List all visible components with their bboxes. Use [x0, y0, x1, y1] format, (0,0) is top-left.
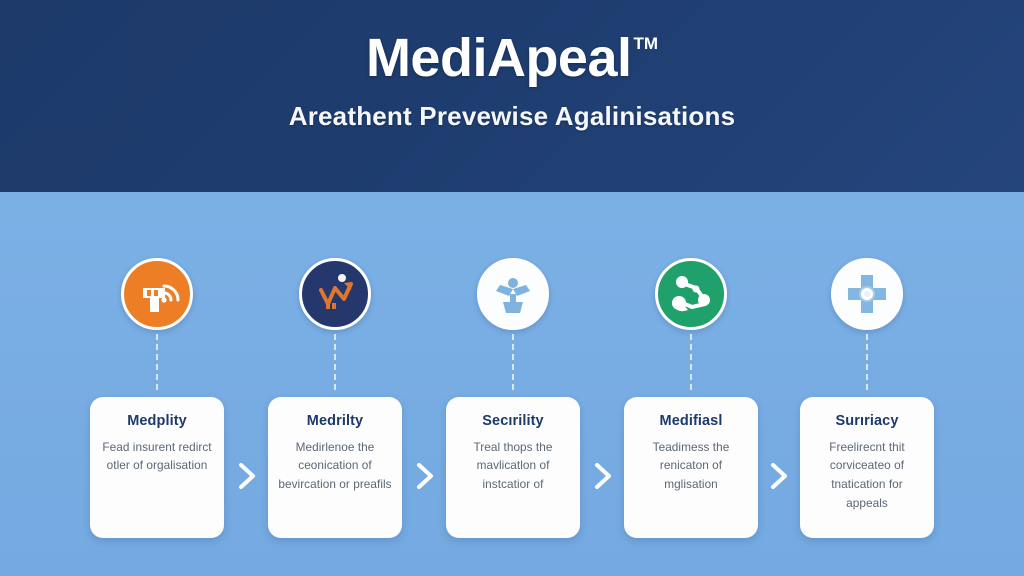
chevron-right-icon-4	[767, 460, 791, 492]
step-5-card[interactable]: Surıriacy Freelirecnt thit corviceateo o…	[800, 397, 934, 538]
step-2-description: Medirlenoe the ceonication of bevircatio…	[278, 439, 392, 491]
step-3-connector	[512, 334, 514, 390]
step-3-description: Treal thops the mavlicatlon of instcatio…	[473, 439, 553, 491]
process-step-3: Secırility Treal thops the mavlicatlon o…	[424, 192, 602, 576]
process-step-4: Medifiasl Teadimess the renicaton of mgl…	[602, 192, 780, 576]
page-subtitle: Areathent Prevewise Agalinisations	[288, 100, 736, 131]
step-1-icon-wrap	[121, 258, 193, 330]
step-4-title: Medifiasl	[659, 413, 723, 429]
step-3-title: Secırility	[482, 413, 544, 429]
medical-cross-icon	[831, 258, 903, 330]
hospital-signal-icon	[121, 258, 193, 330]
process-steps: Medplity Fead insurent redirct otler of …	[0, 192, 1024, 576]
step-4-connector	[690, 334, 692, 390]
step-1-card[interactable]: Medplity Fead insurent redirct otler of …	[90, 397, 224, 538]
step-3-card[interactable]: Secırility Treal thops the mavlicatlon o…	[446, 397, 580, 538]
step-5-title: Surıriacy	[835, 413, 899, 429]
growth-arrow-icon	[299, 258, 371, 330]
step-3-icon-wrap	[477, 258, 549, 330]
chevron-right-icon-3	[591, 460, 615, 492]
step-4-description: Teadimess the renicaton of mglisation	[652, 439, 730, 491]
page-header: MediApeal TM Areathent Prevewise Agalini…	[0, 0, 1024, 192]
trademark-symbol: TM	[633, 33, 659, 53]
step-5-icon-wrap	[831, 258, 903, 330]
chevron-right-icon-1	[235, 460, 259, 492]
step-2-connector	[334, 334, 336, 390]
step-5-connector	[866, 334, 868, 390]
network-nodes-icon	[655, 258, 727, 330]
page-title: MediApeal	[365, 27, 632, 88]
brand-lockup: MediApeal TM	[366, 31, 658, 85]
process-step-1: Medplity Fead insurent redirct otler of …	[68, 192, 246, 576]
step-1-description: Fead insurent redirct otler of orgalisat…	[102, 439, 212, 473]
step-1-connector	[156, 334, 158, 390]
step-2-card[interactable]: Medrilty Medirlenoe the ceonication of b…	[268, 397, 402, 538]
step-5-description: Freelirecnt thit corviceateo of tnaticat…	[829, 439, 905, 510]
process-step-5: Surıriacy Freelirecnt thit corviceateo o…	[778, 192, 956, 576]
step-2-title: Medrilty	[306, 413, 364, 429]
chevron-right-icon-2	[413, 460, 437, 492]
process-step-2: Medrilty Medirlenoe the ceonication of b…	[246, 192, 424, 576]
step-4-icon-wrap	[655, 258, 727, 330]
person-pot-icon	[477, 258, 549, 330]
step-2-icon-wrap	[299, 258, 371, 330]
step-4-card[interactable]: Medifiasl Teadimess the renicaton of mgl…	[624, 397, 758, 538]
step-1-title: Medplity	[127, 413, 187, 429]
